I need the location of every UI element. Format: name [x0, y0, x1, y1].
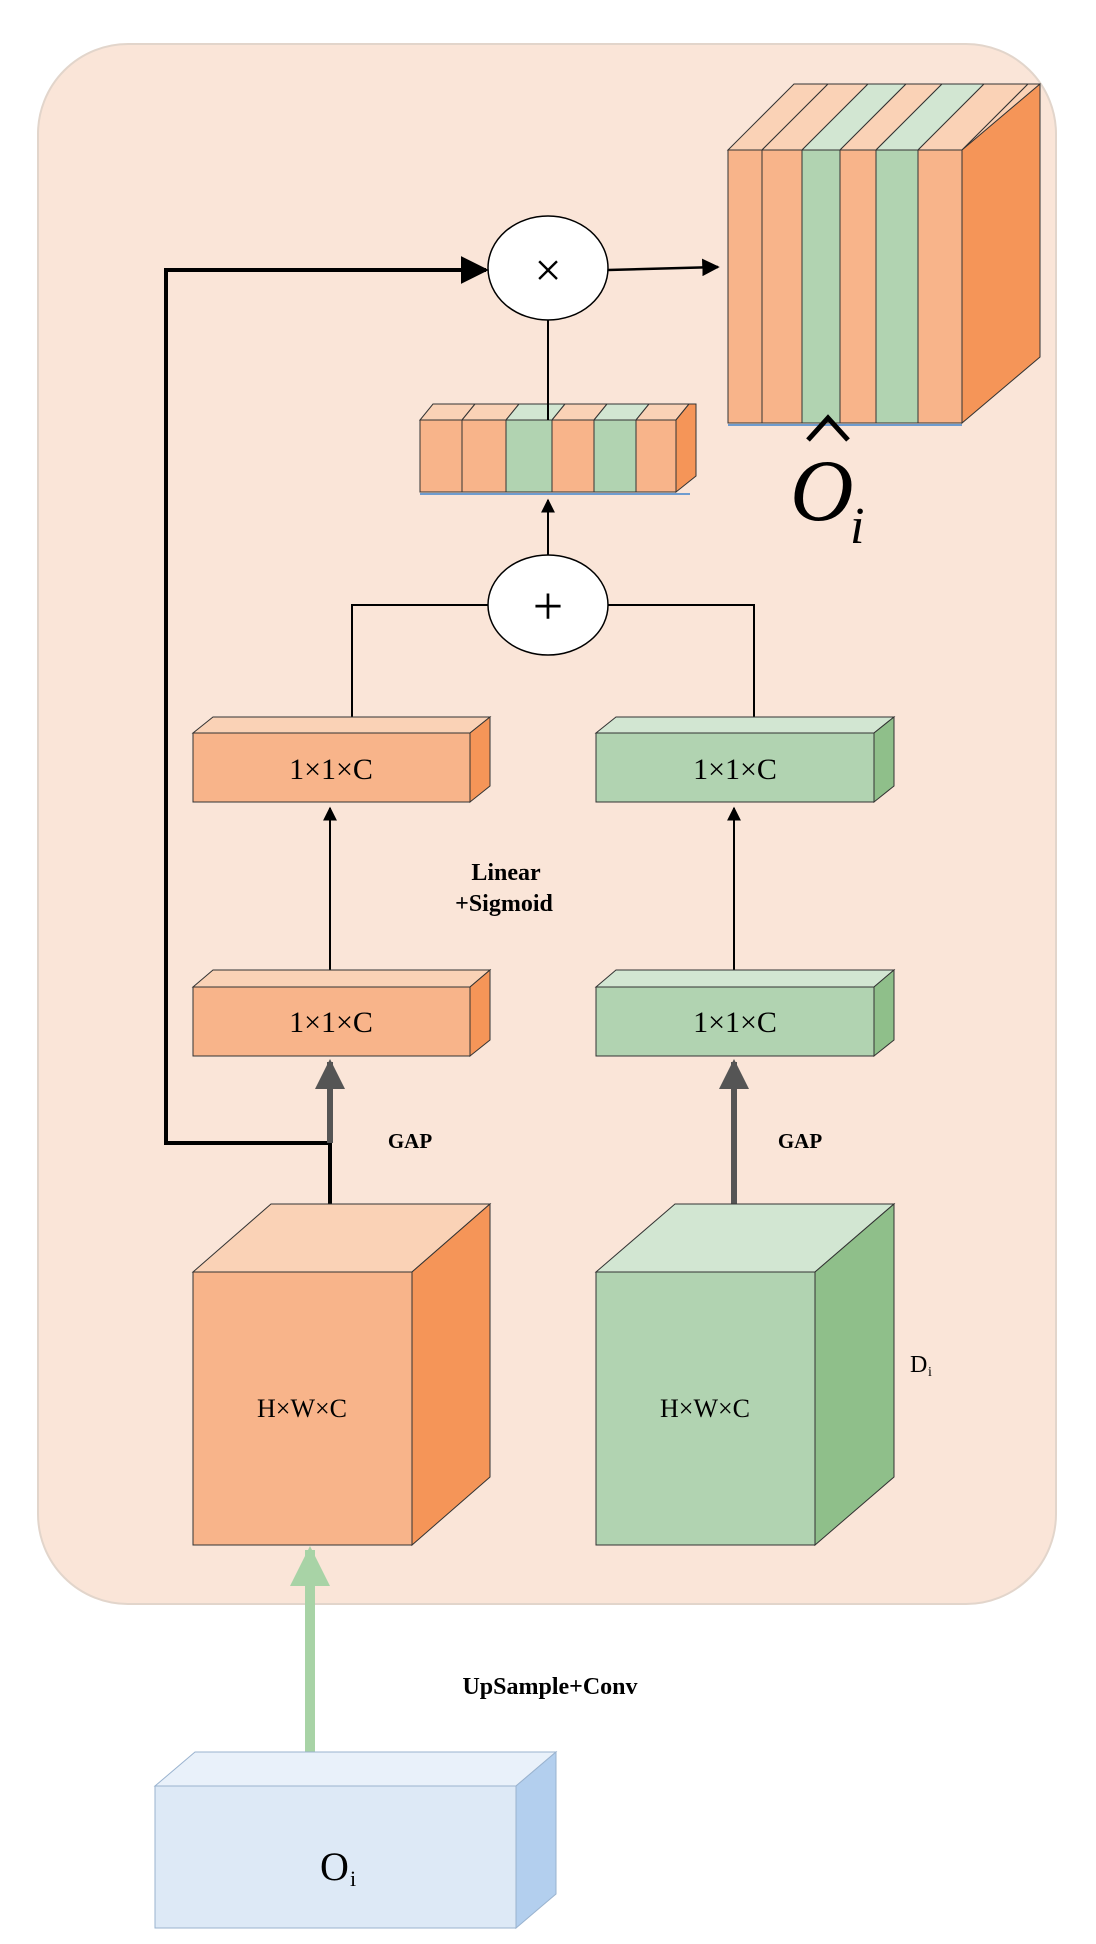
box-left-mid: 1×1×C [191, 968, 492, 1058]
svg-text:H×W×C: H×W×C [660, 1394, 750, 1423]
input-box: O i [153, 1750, 558, 1930]
cube-right: H×W×C [594, 1202, 896, 1547]
attention-vector [418, 403, 697, 495]
svg-text:i: i [928, 1365, 932, 1380]
svg-text:i: i [350, 1866, 356, 1891]
cube-left: H×W×C [191, 1202, 492, 1547]
svg-text:H×W×C: H×W×C [257, 1394, 347, 1423]
output-label: O i [790, 414, 864, 555]
svg-text:i: i [850, 498, 864, 555]
label-gap-right: GAP [778, 1129, 823, 1153]
svg-text:×: × [534, 244, 561, 297]
output-feature-map [726, 82, 1041, 426]
hat-mark [806, 414, 850, 442]
label-linear: Linear [471, 860, 541, 886]
label-gap-left: GAP [388, 1129, 433, 1153]
arrow-multiply-to-output [607, 258, 720, 277]
svg-text:1×1×C: 1×1×C [693, 1006, 777, 1039]
box-right-top: 1×1×C [594, 715, 896, 804]
svg-text:1×1×C: 1×1×C [289, 753, 373, 786]
di-label: D i [910, 1352, 932, 1380]
add-node: + [487, 554, 609, 656]
svg-text:1×1×C: 1×1×C [289, 1006, 373, 1039]
line-right-to-add [608, 604, 755, 717]
svg-text:O: O [790, 443, 854, 540]
multiply-node: × [487, 215, 609, 321]
box-left-top: 1×1×C [191, 715, 492, 804]
line-left-to-add [351, 604, 488, 717]
svg-text:1×1×C: 1×1×C [693, 753, 777, 786]
label-sigmoid: +Sigmoid [455, 891, 553, 917]
label-upsample-conv: UpSample+Conv [462, 1674, 637, 1700]
box-right-mid: 1×1×C [594, 968, 896, 1058]
svg-text:O: O [320, 1844, 349, 1889]
svg-text:+: + [533, 576, 563, 636]
svg-text:D: D [910, 1352, 927, 1378]
